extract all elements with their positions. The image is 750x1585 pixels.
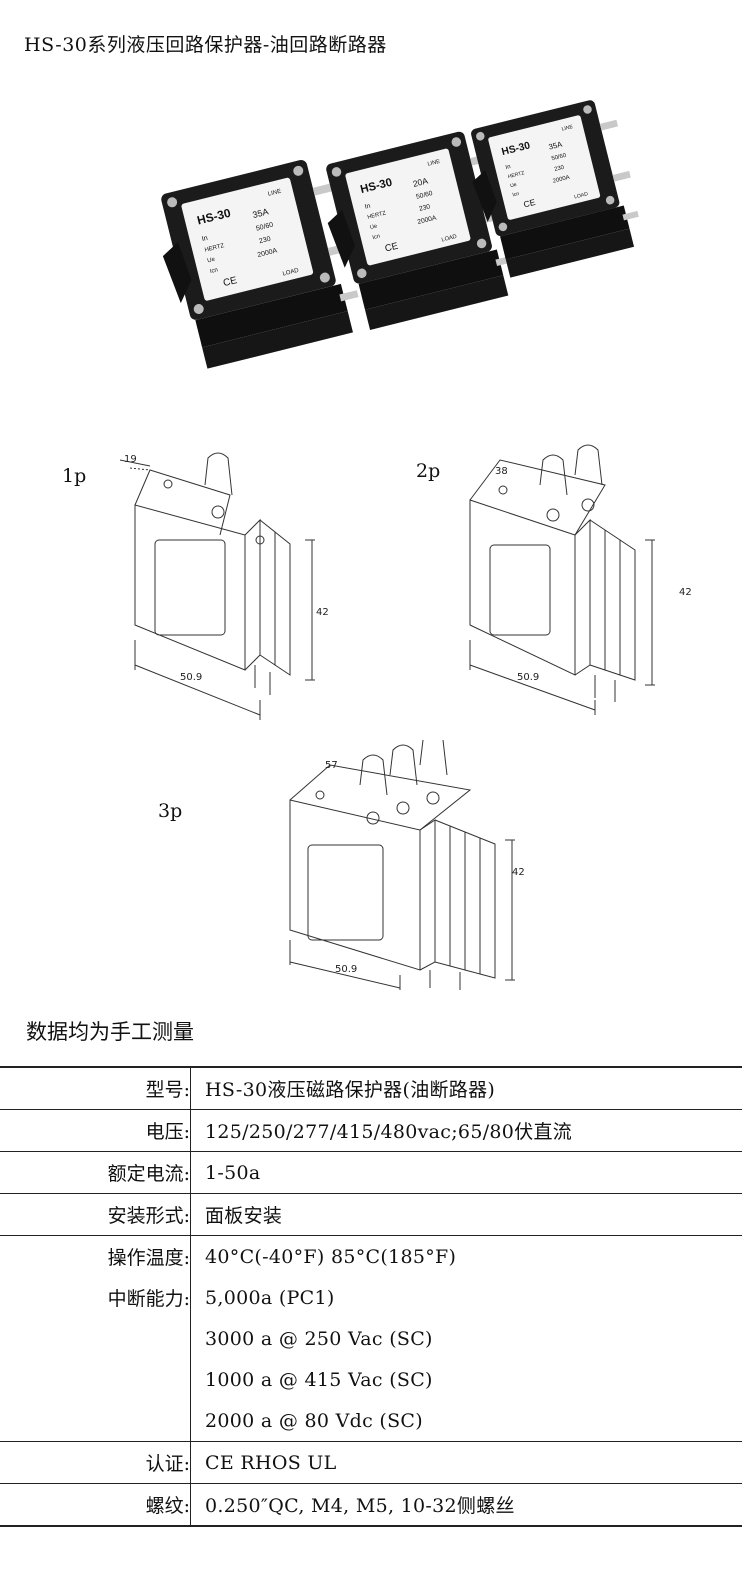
spec-value: 5,000a (PC1) [205, 1286, 335, 1309]
unit-1-icn: Icn [209, 267, 218, 275]
unit-3-volt: 230 [554, 165, 566, 173]
spec-row-current: 额定电流: 1-50a [0, 1151, 742, 1194]
dim-3p-width: 57 [325, 760, 338, 771]
unit-1-rating: 35A [251, 206, 269, 220]
unit-3-icn-value: 2000A [552, 175, 570, 185]
unit-2-ce: CE [384, 241, 399, 255]
diagram-1p: 19 42 50.9 [119, 452, 329, 720]
unit-2-freq: 50/60 [415, 190, 433, 201]
spec-row-interrupt: 中断能力: 5,000a (PC1) [0, 1277, 742, 1318]
spec-key: 电压: [0, 1109, 191, 1152]
measurement-note: 数据均为手工测量 [26, 1020, 194, 1044]
dim-1p-depth: 50.9 [180, 672, 202, 683]
label-1p: 1p [62, 465, 87, 487]
unit-2-volt: 230 [418, 203, 431, 213]
unit-3-hertz: HERTZ [507, 170, 525, 180]
spec-row-thread: 螺纹: 0.250″QC, M4, M5, 10-32侧螺丝 [0, 1483, 742, 1527]
spec-table: 型号: HS-30液压磁路保护器(油断路器) 电压: 125/250/277/4… [0, 1066, 742, 1527]
unit-2-icn-value: 2000A [417, 214, 438, 226]
spec-row-interrupt-cont: 3000 a @ 250 Vac (SC) [0, 1318, 742, 1359]
unit-2-hertz: HERTZ [367, 210, 387, 221]
unit-1-ce: CE [222, 275, 238, 289]
spec-value: 1-50a [190, 1151, 742, 1194]
unit-2-icn: Icn [372, 234, 381, 242]
spec-value: 0.250″QC, M4, M5, 10-32侧螺丝 [190, 1483, 742, 1527]
unit-1-in: In [201, 235, 208, 243]
unit-2-ue: Ue [369, 223, 378, 231]
dim-2p-height: 42 [679, 587, 692, 598]
unit-1-load: LOAD [282, 268, 300, 278]
unit-2-rating: 20A [412, 175, 429, 188]
spec-value: 40°C(-40°F) 85°C(185°F) [190, 1235, 742, 1277]
diagram-2p: 38 42 50.9 [469, 444, 692, 715]
unit-1-icn-value: 2000A [257, 247, 279, 259]
spec-row-certification: 认证: CE RHOS UL [0, 1441, 742, 1484]
unit-1-hertz: HERTZ [204, 243, 225, 254]
spec-row-temperature: 操作温度: 40°C(-40°F) 85°C(185°F) [0, 1235, 742, 1277]
dim-1p-width: 19 [124, 454, 137, 465]
unit-2-in: In [364, 203, 371, 211]
spec-row-mounting: 安装形式: 面板安装 [0, 1193, 742, 1236]
spec-value: CE RHOS UL [190, 1441, 742, 1484]
dim-3p-depth: 50.9 [335, 964, 357, 975]
spec-key: 操作温度: [0, 1235, 191, 1277]
spec-row-model: 型号: HS-30液压磁路保护器(油断路器) [0, 1066, 742, 1110]
unit-3-load: LOAD [574, 191, 589, 200]
spec-value: 1000 a @ 415 Vac (SC) [205, 1368, 433, 1391]
product-photo: HS-30 35A LINE In 50/60 HERTZ Ue 230 Icn… [148, 95, 648, 373]
spec-value: 125/250/277/415/480vac;65/80伏直流 [190, 1109, 742, 1152]
unit-3-line: LINE [561, 124, 574, 133]
unit-1-line: LINE [267, 189, 281, 198]
unit-1-freq: 50/60 [255, 222, 274, 233]
spec-key: 中断能力: [0, 1277, 191, 1318]
dim-3p-height: 42 [512, 867, 525, 878]
unit-1-volt: 230 [258, 236, 271, 246]
spec-key: 型号: [0, 1066, 191, 1110]
spec-value: 2000 a @ 80 Vdc (SC) [205, 1409, 423, 1432]
label-3p: 3p [158, 800, 183, 822]
unit-1-ue: Ue [207, 257, 217, 265]
unit-2-load: LOAD [441, 234, 457, 244]
spec-key: 额定电流: [0, 1151, 191, 1194]
dim-2p-depth: 50.9 [517, 672, 539, 683]
unit-3-freq: 50/60 [551, 153, 568, 163]
unit-3-rating: 35A [548, 139, 564, 151]
unit-3-icn: Icn [512, 191, 520, 199]
spec-value: 面板安装 [190, 1193, 742, 1236]
unit-3-in: In [505, 164, 511, 171]
spec-value: HS-30液压磁路保护器(油断路器) [190, 1066, 742, 1110]
unit-3-ce: CE [522, 197, 536, 210]
unit-3-ue: Ue [510, 182, 518, 189]
dim-2p-width: 38 [495, 466, 508, 477]
spec-key: 认证: [0, 1441, 191, 1484]
spec-key: 螺纹: [0, 1483, 191, 1527]
spec-key: 安装形式: [0, 1193, 191, 1236]
unit-2-line: LINE [427, 159, 441, 168]
label-2p: 2p [416, 460, 441, 482]
diagram-3p: 57 42 50.9 [289, 740, 525, 990]
spec-row-interrupt-cont: 1000 a @ 415 Vac (SC) [0, 1359, 742, 1400]
spec-value: 3000 a @ 250 Vac (SC) [205, 1327, 433, 1350]
page-title: HS-30系列液压回路保护器-油回路断路器 [24, 34, 387, 56]
dim-1p-height: 42 [316, 607, 329, 618]
spec-row-interrupt-cont: 2000 a @ 80 Vdc (SC) [0, 1400, 742, 1442]
spec-row-voltage: 电压: 125/250/277/415/480vac;65/80伏直流 [0, 1109, 742, 1152]
